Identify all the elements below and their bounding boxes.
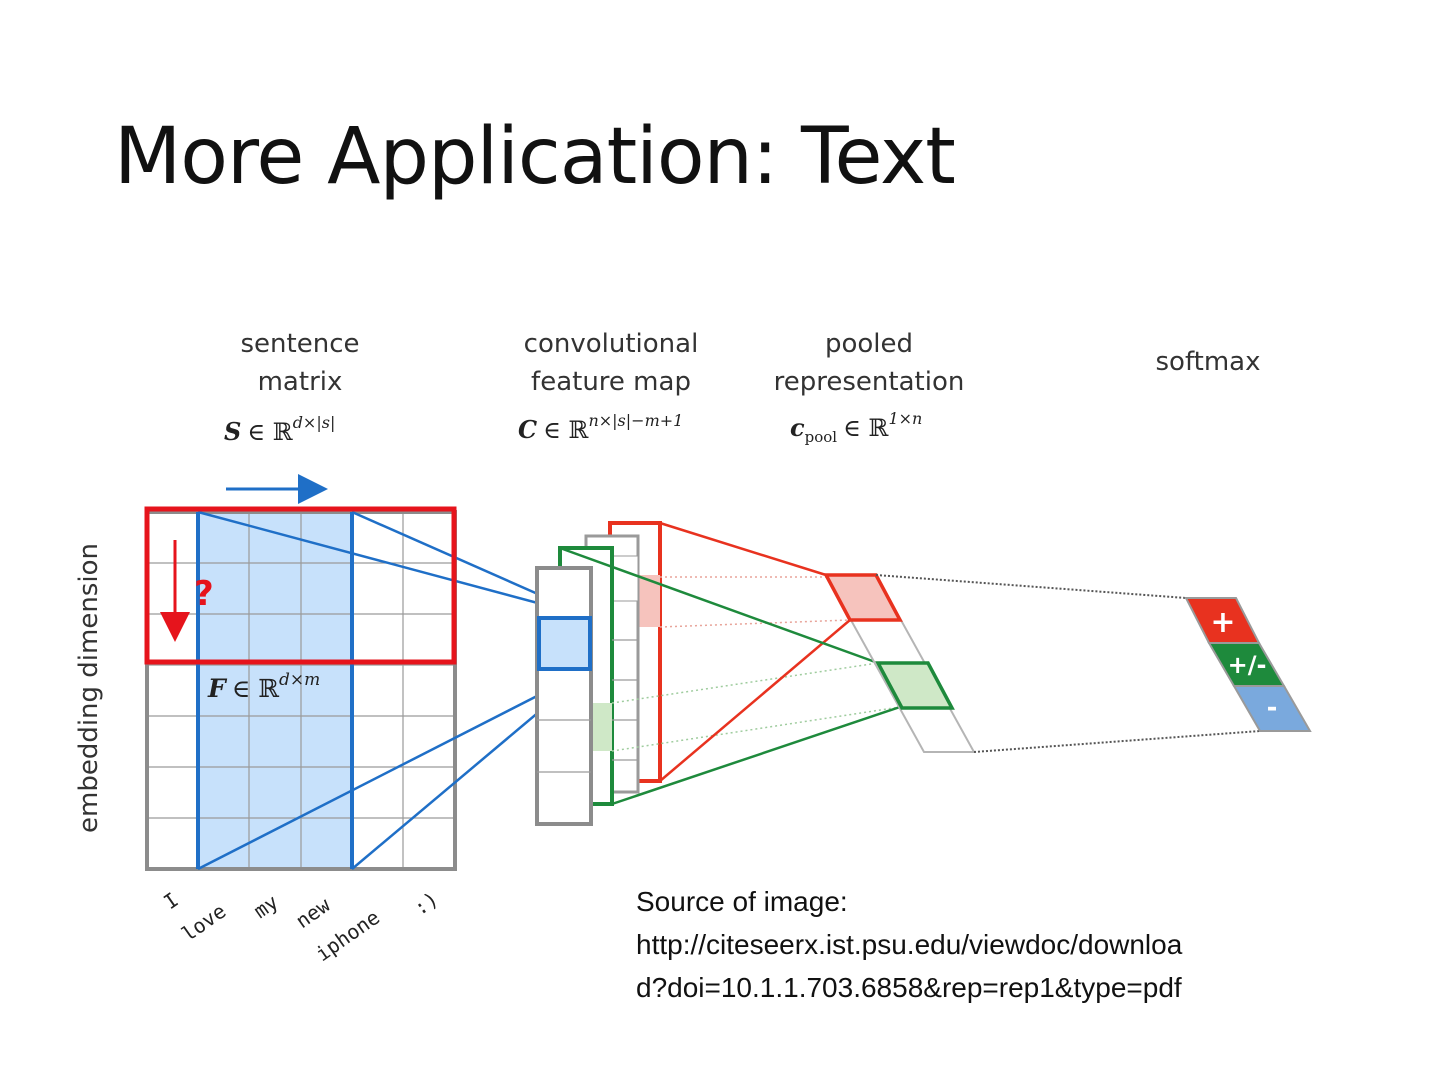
softmax-output: + +/- - bbox=[1184, 597, 1312, 732]
pooled-label: pooled representation cpool ∈ ℝ1×n bbox=[774, 329, 965, 446]
pooled-line2: representation bbox=[774, 367, 965, 397]
softmax-minus-cell bbox=[1232, 685, 1312, 732]
feature-map-active-cell bbox=[537, 616, 592, 671]
formula-sub: pool bbox=[805, 428, 838, 446]
formula-sup: n×|s|−m+1 bbox=[588, 411, 683, 430]
image-source-note: Source of image: http://citeseerx.ist.ps… bbox=[636, 880, 1336, 1009]
token-labels: I love my new iphone :) bbox=[159, 887, 443, 966]
formula-rel: ∈ ℝ bbox=[232, 674, 279, 703]
softmax-minus-label: - bbox=[1267, 693, 1278, 723]
pooled-line1: pooled bbox=[825, 329, 913, 359]
softmax-plus-label: + bbox=[1210, 605, 1235, 640]
pool-dotted-lines bbox=[611, 576, 901, 752]
softmax-label: softmax bbox=[1156, 347, 1261, 377]
formula-sup: 1×n bbox=[888, 409, 922, 428]
highlight-box bbox=[144, 506, 457, 665]
feature-map-line1: convolutional bbox=[524, 329, 699, 359]
sentence-matrix-line2: matrix bbox=[258, 367, 343, 397]
embedding-dimension-label: embedding dimension bbox=[74, 543, 104, 833]
formula-rel: ∈ ℝ bbox=[843, 414, 889, 442]
formula-sup: d×m bbox=[279, 670, 320, 690]
formula-base: C bbox=[518, 415, 537, 444]
token-label: my bbox=[249, 890, 283, 923]
token-label: new bbox=[291, 892, 335, 933]
pooled-red-cell bbox=[823, 573, 903, 622]
token-label: :) bbox=[409, 887, 443, 920]
pool-lines bbox=[559, 521, 901, 806]
source-line-2: http://citeseerx.ist.psu.edu/viewdoc/dow… bbox=[636, 929, 1183, 960]
question-mark: ? bbox=[194, 574, 214, 614]
source-line-1: Source of image: bbox=[636, 886, 848, 917]
sentence-matrix: F∈ ℝd×m bbox=[145, 510, 457, 871]
softmax-neutral-label: +/- bbox=[1228, 651, 1267, 679]
sentence-matrix-line1: sentence bbox=[241, 329, 360, 359]
feature-map-label: convolutional feature map C∈ ℝn×|s|−m+1 bbox=[518, 329, 698, 444]
feature-map-blue bbox=[535, 566, 637, 826]
formula-rel: ∈ ℝ bbox=[543, 416, 589, 444]
feature-map-formula: C∈ ℝn×|s|−m+1 bbox=[518, 411, 683, 444]
token-label: I bbox=[159, 888, 183, 915]
matrix-border bbox=[145, 510, 457, 871]
sentence-matrix-formula: S∈ ℝd×|s| bbox=[224, 413, 335, 446]
source-line-3: d?doi=10.1.1.703.6858&rep=rep1&type=pdf bbox=[636, 972, 1182, 1003]
formula-sup: d×|s| bbox=[293, 413, 336, 432]
feature-map-line2: feature map bbox=[531, 367, 691, 397]
filter-formula: F∈ ℝd×m bbox=[207, 670, 320, 703]
pooled-formula: cpool ∈ ℝ1×n bbox=[790, 409, 922, 446]
pooled-green-cell bbox=[875, 661, 955, 710]
formula-base: c bbox=[790, 413, 805, 442]
formula-base: S bbox=[224, 417, 241, 446]
filter-window-fill bbox=[198, 512, 352, 869]
formula-base: F bbox=[207, 674, 228, 703]
slide-title: More Application: Text bbox=[114, 112, 956, 202]
token-label: love bbox=[177, 899, 230, 946]
formula-rel: ∈ ℝ bbox=[247, 418, 293, 446]
sentence-matrix-label: sentence matrix S∈ ℝd×|s| bbox=[224, 329, 359, 446]
